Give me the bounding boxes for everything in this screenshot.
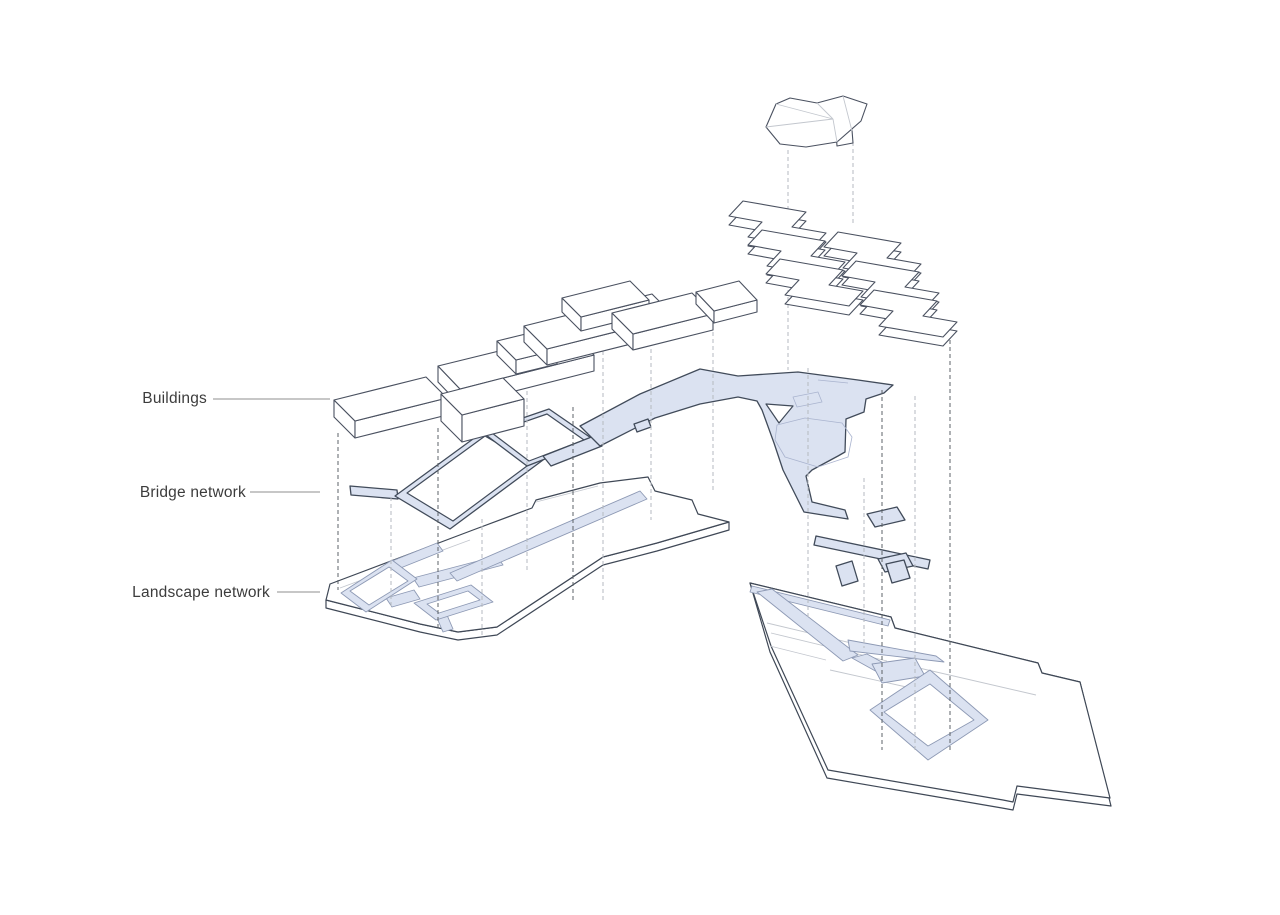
pavilion-building	[765, 95, 868, 148]
label-bridge-network: Bridge network	[139, 484, 246, 501]
label-landscape-network: Landscape network	[132, 584, 270, 601]
bridge-plaza	[579, 368, 894, 520]
landscape-network-layer	[325, 476, 1112, 811]
projection-lines	[337, 142, 951, 753]
landscape-plate-right	[749, 582, 1112, 811]
label-buildings: Buildings	[142, 390, 207, 407]
landscape-plate-left	[325, 476, 730, 641]
plaza-opening	[765, 403, 794, 424]
bridge-ramp-west	[349, 485, 399, 500]
buildings-east-slabs	[728, 200, 958, 347]
buildings-west-cluster	[333, 280, 758, 443]
bridge-fragments	[813, 506, 931, 587]
buildings-layer	[333, 95, 958, 443]
leader-lines	[213, 398, 330, 593]
